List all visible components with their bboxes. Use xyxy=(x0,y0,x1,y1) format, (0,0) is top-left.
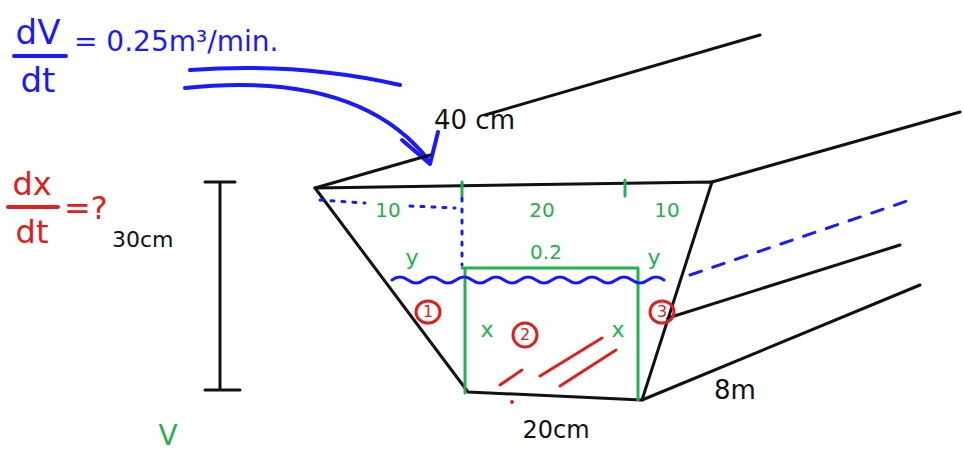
callout-number: 3 xyxy=(657,304,667,320)
rate-denominator: dt xyxy=(16,216,49,248)
rate-numerator: dV xyxy=(16,15,61,49)
dimension: 10 xyxy=(375,200,400,220)
given-rate: = 0.25m³/min. xyxy=(74,28,278,56)
callout-number: 2 xyxy=(520,327,530,343)
dimension: 30cm xyxy=(112,229,174,251)
variable: V xyxy=(158,422,177,450)
variable: y xyxy=(405,247,418,269)
callout-number: 1 xyxy=(423,304,433,320)
dimension: 20cm xyxy=(522,418,589,442)
dimension: 20 xyxy=(529,200,554,220)
variable: x xyxy=(611,319,624,341)
dimension: 0.2 xyxy=(530,242,562,262)
variable: x xyxy=(480,319,493,341)
rate-numerator: dx xyxy=(12,168,51,200)
variable: y xyxy=(647,247,660,269)
unknown-rate: =? xyxy=(64,192,108,224)
dimension: 10 xyxy=(654,200,679,220)
dimension: 40 cm xyxy=(434,107,515,133)
rate-denominator: dt xyxy=(21,63,56,97)
dimension: 8m xyxy=(714,377,756,403)
